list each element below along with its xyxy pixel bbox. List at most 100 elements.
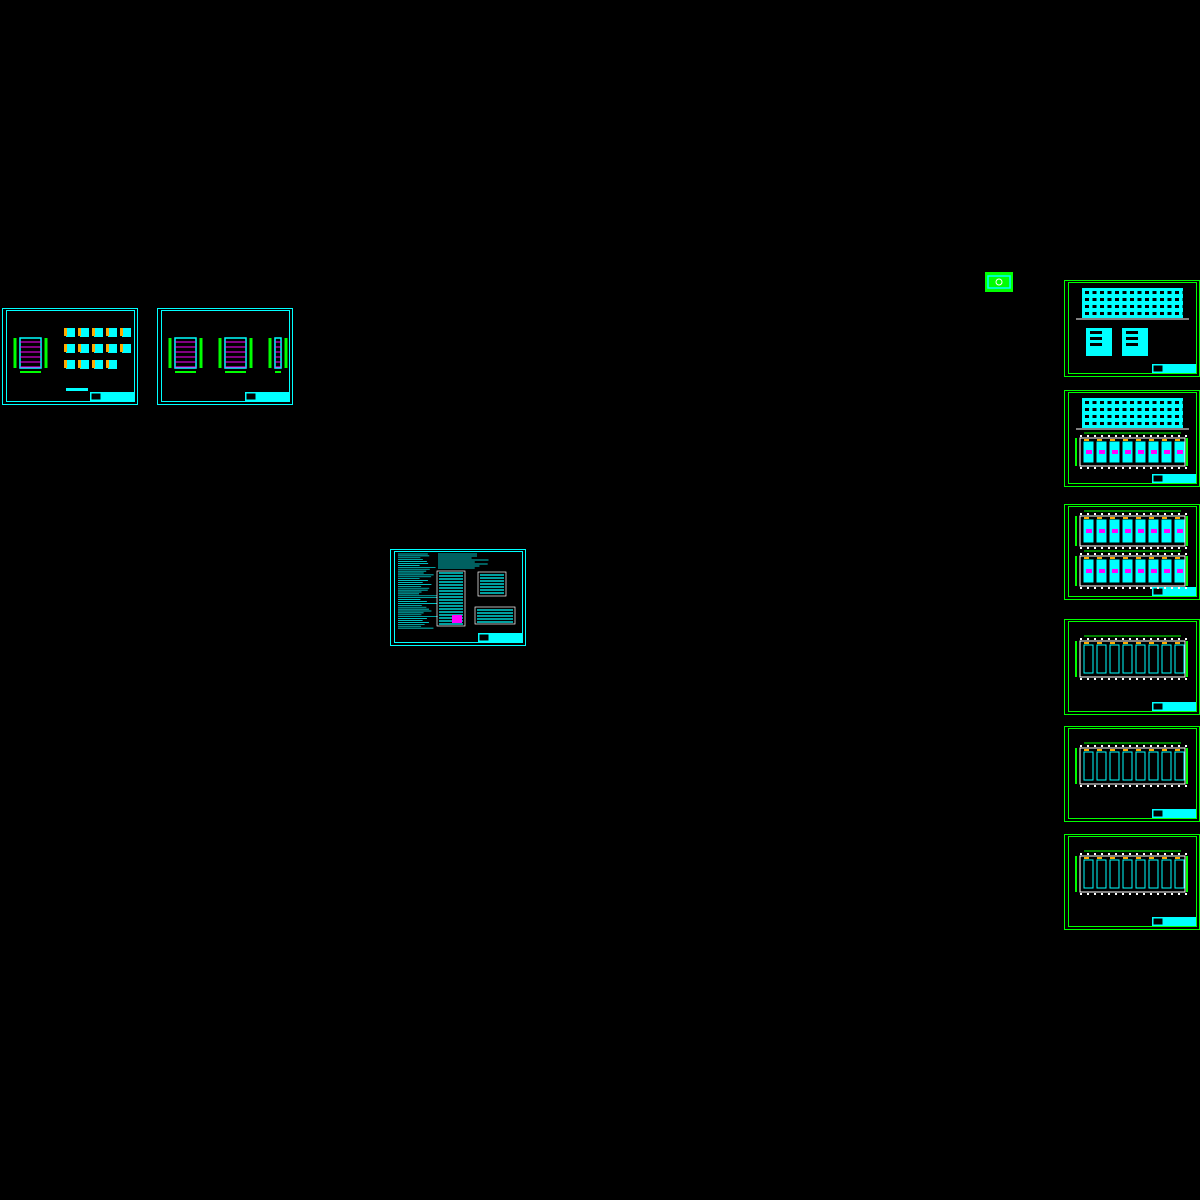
- room-fixture: [1138, 569, 1144, 573]
- window-tag: [1136, 557, 1141, 559]
- window: [1092, 415, 1097, 418]
- plan-sheet[interactable]: [1064, 504, 1200, 600]
- axis-marker: [1171, 467, 1173, 469]
- window-tag: [1162, 557, 1167, 559]
- sheet-inner-frame: [1068, 836, 1197, 927]
- window-tag: [1149, 517, 1154, 519]
- window: [1182, 291, 1187, 294]
- axis-marker: [1115, 785, 1117, 787]
- axis-marker: [1080, 467, 1082, 469]
- room: [1096, 644, 1107, 674]
- axis-marker: [1150, 435, 1152, 437]
- axis-marker: [1087, 745, 1089, 747]
- window: [1152, 312, 1157, 315]
- axis-marker: [1129, 435, 1131, 437]
- axis-marker: [1087, 547, 1089, 549]
- room-fixture: [1112, 450, 1118, 454]
- detail-drawing: [122, 328, 131, 337]
- window-tag: [1097, 857, 1102, 859]
- axis-marker: [1080, 893, 1082, 895]
- axis-marker: [1122, 435, 1124, 437]
- window-tag: [1097, 517, 1102, 519]
- axis-marker: [1108, 893, 1110, 895]
- plan-sheet[interactable]: [1064, 834, 1200, 930]
- elevation-plan-sheet[interactable]: [1064, 390, 1200, 487]
- window: [1175, 291, 1179, 294]
- axis-marker: [1185, 893, 1187, 895]
- elevation-sheet[interactable]: [1064, 280, 1200, 377]
- detail-sheet[interactable]: [2, 308, 138, 405]
- window-tag: [1136, 517, 1141, 519]
- axis-marker: [1129, 893, 1131, 895]
- axis-marker: [1178, 893, 1180, 895]
- window: [1145, 401, 1149, 404]
- axis-marker: [1143, 547, 1145, 549]
- window: [1090, 337, 1102, 340]
- room-fixture: [1125, 569, 1131, 573]
- building-section: [274, 337, 282, 369]
- axis-marker: [1122, 638, 1124, 640]
- room: [1096, 859, 1107, 889]
- window-tag: [1123, 749, 1128, 751]
- room: [1122, 859, 1133, 889]
- axis-marker: [1094, 587, 1096, 589]
- axis-marker: [1157, 435, 1159, 437]
- axis-marker: [1164, 553, 1166, 555]
- section-sheet[interactable]: [157, 308, 293, 405]
- window: [1175, 422, 1179, 425]
- sheet-inner-frame: [394, 551, 523, 643]
- room: [1083, 859, 1094, 889]
- window-tag: [1162, 749, 1167, 751]
- room: [1148, 751, 1159, 781]
- window: [1122, 312, 1127, 315]
- axis-marker: [1136, 853, 1138, 855]
- axis-marker: [1150, 745, 1152, 747]
- key-plan-outline: [987, 275, 1011, 289]
- room-fixture: [1151, 529, 1157, 533]
- axis-marker: [1185, 435, 1187, 437]
- window: [1137, 291, 1142, 294]
- plan-sheet[interactable]: [1064, 619, 1200, 715]
- room: [1174, 859, 1185, 889]
- plan-sheet[interactable]: [1064, 726, 1200, 822]
- window-tag: [1123, 517, 1128, 519]
- window: [1130, 312, 1134, 315]
- window: [1167, 291, 1172, 294]
- axis-marker: [1087, 513, 1089, 515]
- window: [1130, 291, 1134, 294]
- axis-marker: [1080, 785, 1082, 787]
- axis-marker: [1080, 435, 1082, 437]
- axis-marker: [1108, 547, 1110, 549]
- axis-marker: [1171, 893, 1173, 895]
- axis-marker: [1101, 785, 1103, 787]
- window-tag: [1097, 439, 1102, 441]
- window: [1160, 291, 1164, 294]
- axis-marker: [1150, 513, 1152, 515]
- window: [1175, 298, 1179, 301]
- axis-marker: [1157, 638, 1159, 640]
- room: [1096, 751, 1107, 781]
- window: [1152, 305, 1157, 308]
- room: [1174, 751, 1185, 781]
- axis-marker: [1115, 678, 1117, 680]
- window-tag: [1175, 642, 1180, 644]
- window: [1092, 408, 1097, 411]
- axis-marker: [1115, 587, 1117, 589]
- room-fixture: [1086, 450, 1092, 454]
- axis-marker: [1115, 893, 1117, 895]
- floor-plan: [1079, 437, 1186, 467]
- detail-hatch: [106, 328, 109, 336]
- window: [1122, 422, 1127, 425]
- window: [1137, 298, 1142, 301]
- axis-marker: [1080, 638, 1082, 640]
- window: [1122, 408, 1127, 411]
- title-block: [1152, 587, 1196, 596]
- room: [1174, 644, 1185, 674]
- window: [1160, 401, 1164, 404]
- room: [1109, 644, 1120, 674]
- window-tag: [1110, 749, 1115, 751]
- notes-sheet[interactable]: [390, 549, 526, 646]
- room-fixture: [1138, 450, 1144, 454]
- room: [1161, 751, 1172, 781]
